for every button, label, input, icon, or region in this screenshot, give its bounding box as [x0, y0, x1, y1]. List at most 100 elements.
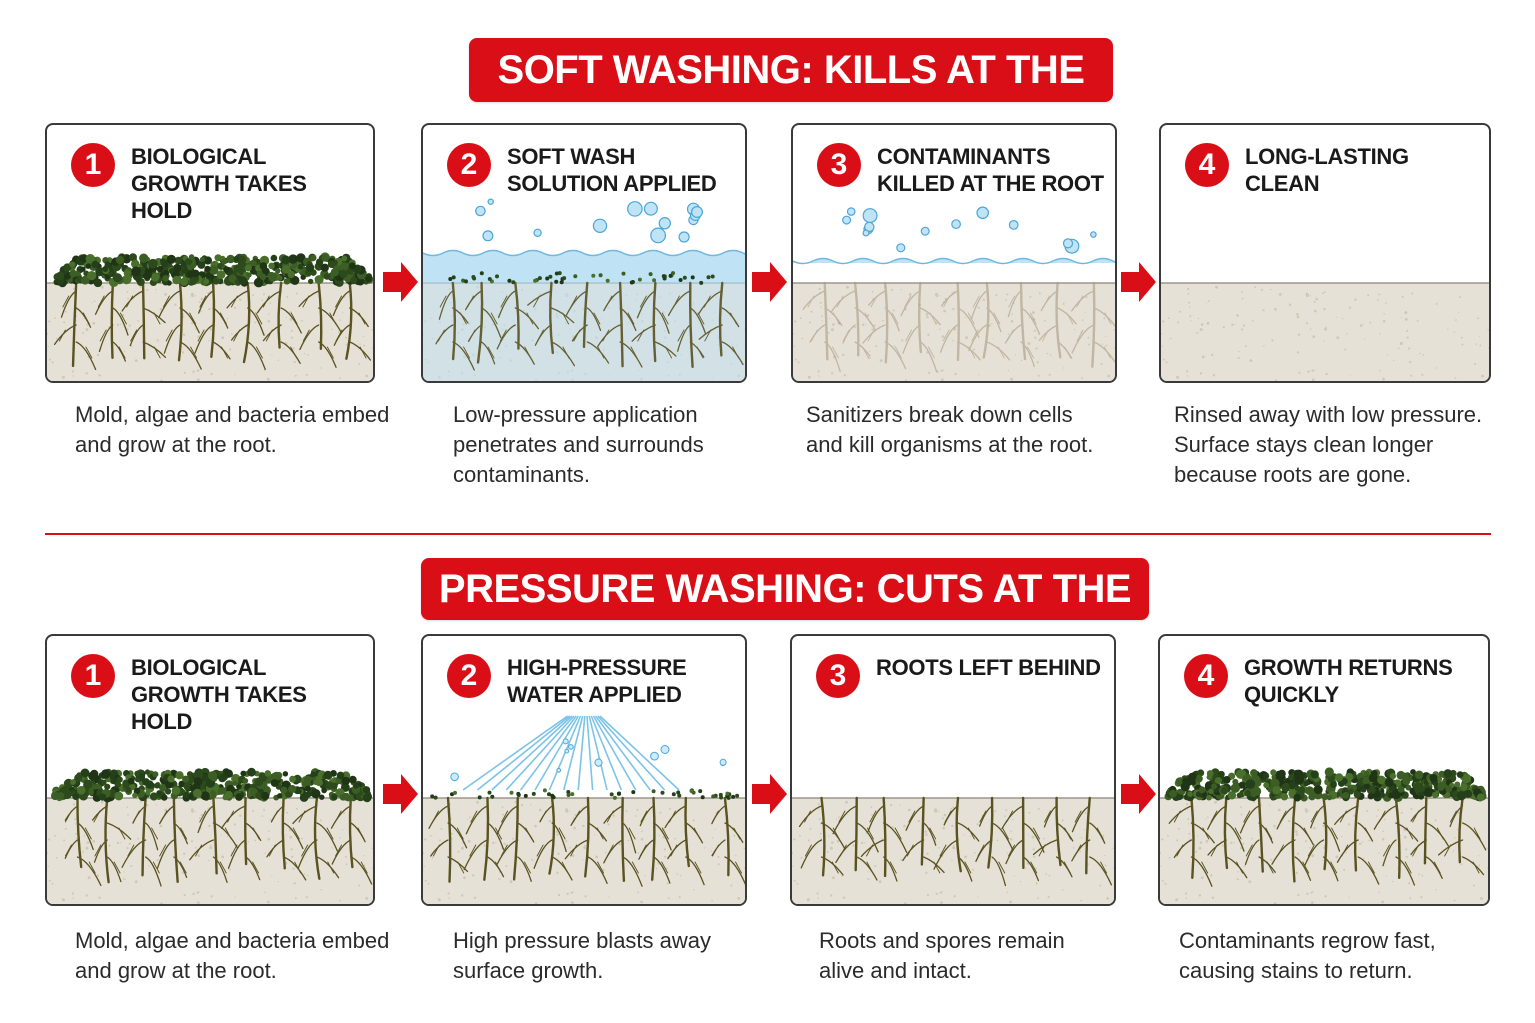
- water-bubble: [678, 231, 690, 243]
- water-bubble: [650, 227, 667, 244]
- growth-with-roots-illustration: [47, 252, 373, 381]
- roots: [435, 281, 744, 371]
- roots: [798, 796, 1113, 887]
- water-bubble: [643, 201, 658, 216]
- soil-surface: [1161, 283, 1489, 381]
- right-arrow-icon: [383, 774, 418, 814]
- moss-growth: [51, 767, 372, 803]
- right-arrow-icon: [383, 262, 418, 302]
- water-bubble: [846, 207, 856, 216]
- pressure-spray: [450, 715, 727, 791]
- water-bubble: [475, 205, 486, 217]
- soft-step-1-panel: 1 BIOLOGICAL GROWTH TAKES HOLD: [45, 123, 375, 383]
- spray-droplet: [660, 745, 670, 754]
- water-bubble: [862, 229, 870, 237]
- spray-droplet: [719, 758, 727, 766]
- pressure-step-4-caption: Contaminants regrow fast, causing stains…: [1179, 928, 1436, 983]
- soil-surface: [47, 798, 373, 904]
- water-bubble: [1062, 238, 1074, 249]
- soil-texture: [793, 285, 1115, 381]
- soft-step-3-number: 3: [817, 143, 861, 187]
- right-arrow-icon: [1121, 262, 1156, 302]
- spray-droplet: [594, 758, 603, 767]
- spray-droplet: [556, 767, 562, 773]
- pressure-washing-banner: PRESSURE WASHING: CUTS AT THE SURFACE: [421, 558, 1149, 673]
- growth-returns-illustration: [1160, 767, 1488, 904]
- soil-texture: [1161, 285, 1489, 381]
- water-layer: [423, 198, 745, 381]
- pressure-step-1-title: BIOLOGICAL GROWTH TAKES HOLD: [131, 655, 307, 734]
- water-bubble: [627, 201, 643, 217]
- spray-droplet: [650, 751, 659, 761]
- soft-step-1-caption: Mold, algae and bacteria embed and grow …: [75, 402, 390, 457]
- soft-step-1-title: BIOLOGICAL GROWTH TAKES HOLD: [131, 144, 307, 223]
- roots-killed-illustration: [793, 206, 1115, 381]
- right-arrow-icon: [752, 262, 787, 302]
- pressure-step-3-caption: Roots and spores remain alive and intact…: [819, 928, 1065, 983]
- soft-washing-banner: SOFT WASHING: KILLS AT THE ROOT: [469, 38, 1113, 156]
- water-bubble: [842, 215, 852, 225]
- pressure-step-2-title: HIGH-PRESSURE WATER APPLIED: [507, 655, 687, 707]
- water-bubble: [1090, 231, 1097, 238]
- pressure-step-3-title: ROOTS LEFT BEHIND: [876, 655, 1101, 680]
- soft-step-3-panel: 3 CONTAMINANTS KILLED AT THE ROOT: [791, 123, 1117, 383]
- soft-step-2-panel: 2 SOFT WASH SOLUTION APPLIED: [421, 123, 747, 383]
- water-bubble: [864, 221, 875, 233]
- pressure-step-1-number: 1: [71, 654, 115, 698]
- soil-surface: [792, 798, 1114, 904]
- water-bubble: [1008, 219, 1019, 230]
- water-bubble: [482, 230, 494, 242]
- soil-surface: [793, 283, 1115, 381]
- moss-growth: [1164, 767, 1487, 802]
- soft-step-3-title: CONTAMINANTS KILLED AT THE ROOT: [877, 144, 1104, 196]
- roots-left-behind-illustration: [792, 796, 1114, 904]
- soft-step-4-caption: Rinsed away with low pressure. Surface s…: [1174, 402, 1483, 487]
- spray-droplet: [562, 738, 569, 745]
- pressure-step-4-number: 4: [1184, 654, 1228, 698]
- pressure-step-4-panel: 4 GROWTH RETURNS QUICKLY: [1158, 634, 1490, 906]
- soft-step-4-number: 4: [1185, 143, 1229, 187]
- water-layer: [793, 206, 1115, 265]
- soft-step-4-title: LONG-LASTING CLEAN: [1245, 144, 1409, 196]
- soft-step-2-title: SOFT WASH SOLUTION APPLIED: [507, 144, 717, 196]
- water-bubble: [976, 206, 989, 220]
- pressure-step-1-caption: Mold, algae and bacteria embed and grow …: [75, 928, 390, 983]
- water-bubble: [592, 218, 608, 234]
- spray-droplet: [568, 744, 574, 750]
- water-bubble: [658, 216, 671, 230]
- roots: [802, 281, 1115, 373]
- section-divider: [45, 533, 1491, 535]
- clean-surface-illustration: [1161, 282, 1489, 381]
- roots: [64, 796, 373, 887]
- soft-wash-solution-illustration: [423, 198, 745, 381]
- soft-step-3-caption: Sanitizers break down cells and kill org…: [806, 402, 1094, 457]
- roots: [1168, 796, 1487, 887]
- spray-droplet: [450, 772, 459, 782]
- roots: [428, 796, 745, 887]
- moss-growth: [53, 252, 373, 288]
- moss-growth: [448, 271, 715, 285]
- right-arrow-icon: [752, 774, 787, 814]
- soft-step-2-caption: Low-pressure application penetrates and …: [453, 402, 704, 487]
- water-bubble: [691, 205, 704, 218]
- pressure-step-2-number: 2: [447, 654, 491, 698]
- pressure-step-1-panel: 1 BIOLOGICAL GROWTH TAKES HOLD: [45, 634, 375, 906]
- pressure-step-3-panel: 3 ROOTS LEFT BEHIND: [790, 634, 1116, 906]
- pressure-step-2-panel: 2 HIGH-PRESSURE WATER APPLIED: [421, 634, 747, 906]
- roots: [53, 281, 372, 371]
- water-bubble: [920, 226, 930, 236]
- pressure-step-3-number: 3: [816, 654, 860, 698]
- right-arrow-icon: [1121, 774, 1156, 814]
- soft-step-1-number: 1: [71, 143, 115, 187]
- high-pressure-spray-illustration: [423, 715, 745, 904]
- soft-step-2-number: 2: [447, 143, 491, 187]
- water-bubble: [896, 243, 906, 253]
- pressure-step-2-caption: High pressure blasts away surface growth…: [453, 928, 712, 983]
- water-bubble: [487, 198, 494, 205]
- soil-surface: [47, 283, 373, 381]
- water-bubble: [862, 208, 878, 224]
- moss-growth: [430, 788, 740, 800]
- growth-with-roots-illustration: [47, 767, 373, 904]
- soft-step-4-panel: 4 LONG-LASTING CLEAN: [1159, 123, 1491, 383]
- pressure-step-4-title: GROWTH RETURNS QUICKLY: [1244, 655, 1453, 707]
